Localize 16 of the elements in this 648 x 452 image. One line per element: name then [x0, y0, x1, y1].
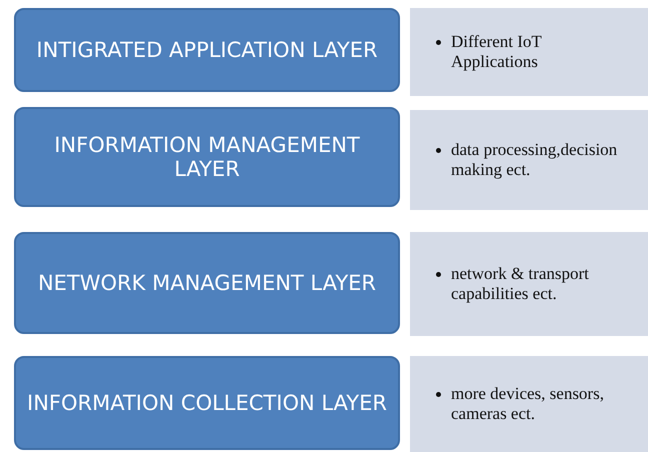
description-text: network & transport capabilities ect.: [451, 264, 590, 304]
layer-box: [14, 356, 400, 450]
layer-title: INFORMATION MANAGEMENT LAYER: [53, 133, 361, 181]
description-panel: [410, 356, 648, 452]
layer-box: [14, 8, 400, 92]
description-panel: [410, 232, 648, 336]
description-panel: [410, 8, 648, 96]
description-text: more devices, sensors, cameras ect.: [451, 384, 605, 424]
layer-title: NETWORK MANAGEMENT LAYER: [38, 271, 376, 295]
layer-title: INTIGRATED APPLICATION LAYER: [36, 38, 378, 62]
layer-title: INFORMATION COLLECTION LAYER: [27, 391, 387, 415]
description-text: data processing,decision making ect.: [451, 140, 618, 180]
description-panel: [410, 110, 648, 210]
description-text: Different IoT Applications: [451, 32, 542, 72]
layer-box: [14, 232, 400, 334]
layer-box: [14, 107, 400, 207]
